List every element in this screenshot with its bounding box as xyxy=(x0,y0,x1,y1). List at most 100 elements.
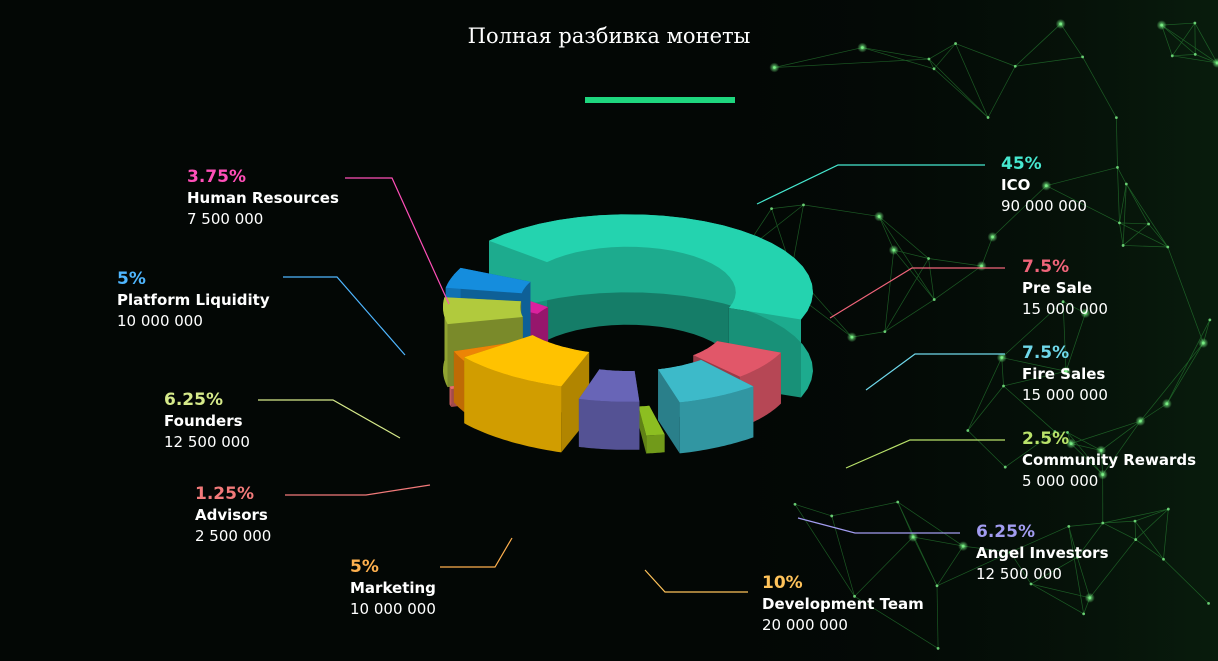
network-node xyxy=(853,594,856,598)
slice-amount: 10 000 000 xyxy=(350,600,436,618)
network-node xyxy=(772,66,776,69)
network-node xyxy=(980,264,983,268)
network-node xyxy=(927,257,930,260)
leader-line-marketing xyxy=(440,537,513,568)
slice-name: Development Team xyxy=(762,595,924,613)
network-node xyxy=(1000,356,1004,359)
label-marketing: 5% Marketing 10 000 000 xyxy=(350,556,436,620)
slice-angel-investors xyxy=(578,369,640,450)
slice-percent: 2.5% xyxy=(1022,429,1070,449)
network-node xyxy=(1207,602,1210,605)
slice-amount: 12 500 000 xyxy=(164,433,250,451)
network-node xyxy=(954,42,957,45)
slice-name: Pre Sale xyxy=(1022,279,1093,297)
leader-line-development-team xyxy=(644,569,748,593)
network-node xyxy=(770,207,773,210)
network-node xyxy=(1059,22,1063,26)
network-node xyxy=(1121,244,1125,247)
slice-percent: 5% xyxy=(350,557,379,577)
network-node xyxy=(986,116,990,119)
network-node xyxy=(1084,311,1087,315)
network-node xyxy=(1208,318,1212,322)
slice-name: Fire Sales xyxy=(1022,365,1106,383)
slice-amount: 20 000 000 xyxy=(762,616,848,634)
slice-amount: 2 500 000 xyxy=(195,527,272,545)
slice-percent: 7.5% xyxy=(1022,257,1070,277)
network-node xyxy=(1044,184,1048,188)
network-node xyxy=(1002,384,1005,388)
network-node xyxy=(927,57,931,61)
slice-amount: 15 000 000 xyxy=(1022,386,1108,404)
network-node xyxy=(1193,21,1197,25)
network-node xyxy=(1075,555,1079,559)
label-fire-sales: 7.5% Fire Sales 15 000 000 xyxy=(1022,342,1108,406)
network-node xyxy=(1101,473,1105,476)
slice-amount: 5 000 000 xyxy=(1022,472,1099,490)
network-node xyxy=(830,514,834,518)
network-node xyxy=(1116,166,1119,169)
network-node xyxy=(892,248,896,252)
leader-line-angel-investors xyxy=(797,517,960,534)
network-node xyxy=(935,584,939,588)
leader-line-ico xyxy=(756,164,985,205)
slice-percent: 1.25% xyxy=(195,484,254,504)
network-node xyxy=(877,215,881,218)
network-node xyxy=(1134,538,1138,541)
network-node xyxy=(1088,596,1092,600)
network-lines xyxy=(741,22,1218,649)
slice-name: Angel Investors xyxy=(976,544,1109,562)
slice-name: ICO xyxy=(1001,176,1031,194)
slice-name: Founders xyxy=(164,412,243,430)
slice-name: Advisors xyxy=(195,506,268,524)
slice-percent: 3.75% xyxy=(187,167,246,187)
network-node xyxy=(1166,507,1170,511)
network-node xyxy=(802,203,805,207)
network-node xyxy=(1003,465,1007,469)
network-node xyxy=(1067,524,1071,528)
slice-amount: 15 000 000 xyxy=(1022,300,1108,318)
network-node xyxy=(1193,52,1197,56)
network-node xyxy=(1013,64,1017,68)
slice-percent: 7.5% xyxy=(1022,343,1070,363)
slice-amount: 12 500 000 xyxy=(976,565,1062,583)
leader-line-advisors xyxy=(285,484,431,496)
network-node xyxy=(1160,23,1164,27)
network-node xyxy=(1215,61,1218,65)
leader-line-platform-liquidity xyxy=(283,276,406,356)
label-advisors: 1.25% Advisors 2 500 000 xyxy=(195,483,271,547)
network-node xyxy=(793,502,797,506)
leader-line-pre-sale xyxy=(829,267,1005,319)
slice-amount: 90 000 000 xyxy=(1001,197,1087,215)
network-node xyxy=(932,67,936,71)
network-node xyxy=(1170,54,1174,58)
network-node xyxy=(1133,519,1137,523)
leader-line-fire-sales xyxy=(865,353,1005,391)
slice-percent: 5% xyxy=(117,269,146,289)
network-node xyxy=(1147,222,1150,226)
network-node xyxy=(1124,182,1128,186)
title-underline xyxy=(585,97,735,103)
slice-name: Platform Liquidity xyxy=(117,291,270,309)
network-node xyxy=(1101,521,1105,525)
slice-name: Marketing xyxy=(350,579,436,597)
network-node xyxy=(966,429,970,432)
network-node xyxy=(991,235,994,239)
network-node xyxy=(911,535,915,539)
network-node xyxy=(961,544,965,548)
network-node xyxy=(1053,430,1057,434)
leader-line-human-resources xyxy=(345,177,450,305)
label-platform-liquidity: 5% Platform Liquidity 10 000 000 xyxy=(117,268,270,332)
leader-line-community-rewards xyxy=(845,439,1005,469)
slice-community-rewards xyxy=(638,405,665,454)
network-node xyxy=(850,335,854,339)
network-node xyxy=(1166,245,1170,249)
network-node xyxy=(1139,419,1142,423)
network-node xyxy=(896,500,900,504)
slice-amount: 7 500 000 xyxy=(187,210,264,228)
slice-amount: 10 000 000 xyxy=(117,312,203,330)
